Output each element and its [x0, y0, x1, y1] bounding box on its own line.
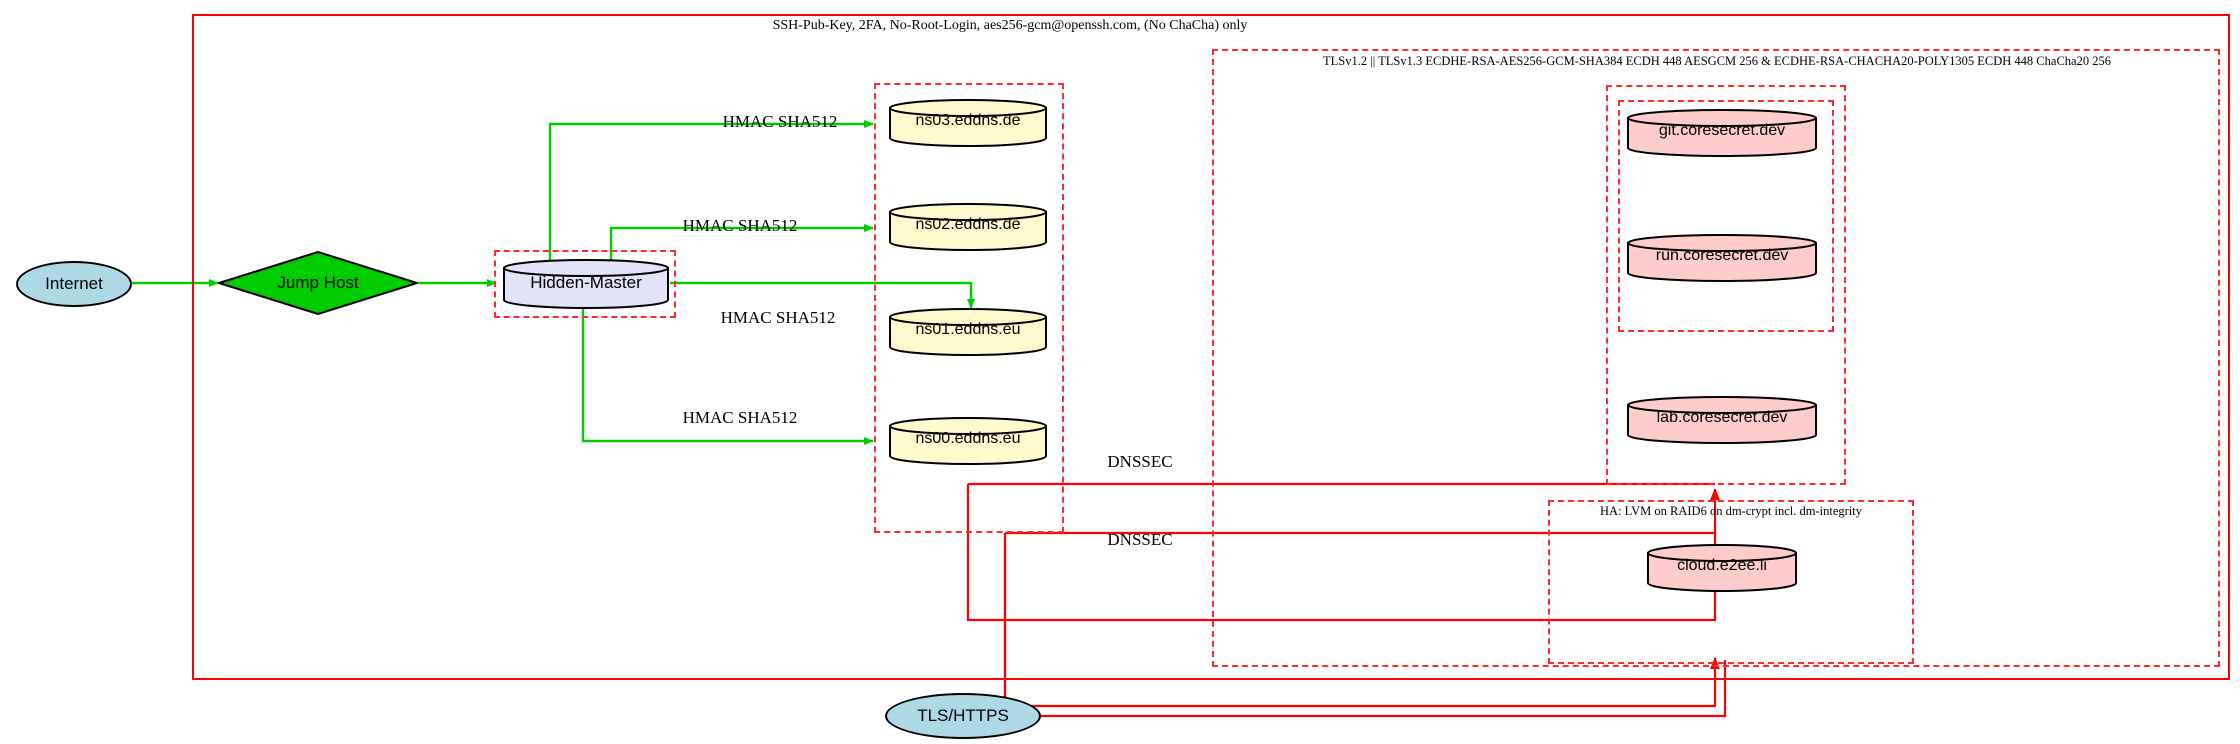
cluster-hidden-master	[494, 250, 676, 318]
node-git-coresecret[interactable]: git.coresecret.dev	[1626, 109, 1818, 157]
edge-label-hmac-ns00: HMAC SHA512	[682, 408, 798, 427]
edge-label-hmac-ns03: HMAC SHA512	[722, 112, 838, 131]
node-ns02[interactable]: ns02.eddns.de	[888, 203, 1048, 251]
cluster-ssh-boundary-label: SSH-Pub-Key, 2FA, No-Root-Login, aes256-…	[772, 18, 1248, 33]
ns00-cylinder-shape	[889, 417, 1047, 465]
node-jump-host[interactable]: Jump Host	[215, 250, 421, 316]
run-coresecret-cylinder-shape	[1627, 234, 1817, 282]
cluster-tls-zone	[1212, 49, 2220, 667]
node-cloud-e2ee-label: cloud.e2ee.li	[1677, 557, 1767, 574]
node-ns00-label: ns00.eddns.eu	[915, 430, 1021, 447]
node-internet[interactable]: Internet	[16, 261, 132, 307]
node-lab-coresecret[interactable]: lab.coresecret.dev	[1626, 396, 1818, 444]
cluster-tls-zone-label: TLSv1.2 || TLSv1.3 ECDHE-RSA-AES256-GCM-…	[1323, 54, 2111, 68]
node-tls-https[interactable]: TLS/HTTPS	[885, 693, 1041, 739]
cluster-coresecret-inner	[1618, 100, 1834, 332]
ns01-cylinder-shape	[889, 308, 1047, 356]
cluster-nameservers	[874, 83, 1064, 533]
node-jump-host-label: Jump Host	[277, 273, 359, 292]
edge-label-hmac-ns02: HMAC SHA512	[682, 216, 798, 235]
hidden-master-cylinder-shape	[503, 259, 669, 309]
edge-label-dnssec-upper: DNSSEC	[1107, 452, 1173, 471]
jump-host-diamond-shape	[215, 250, 421, 316]
cluster-ha-zone	[1548, 500, 1914, 664]
ns02-cylinder-shape	[889, 203, 1047, 251]
edge-label-dnssec-lower: DNSSEC	[1107, 530, 1173, 549]
node-ns02-label: ns02.eddns.de	[915, 216, 1021, 233]
edge-label-hmac-ns01: HMAC SHA512	[720, 308, 836, 327]
git-coresecret-cylinder-shape	[1627, 109, 1817, 157]
node-ns03[interactable]: ns03.eddns.de	[888, 99, 1048, 147]
ns03-cylinder-shape	[889, 99, 1047, 147]
node-cloud-e2ee[interactable]: cloud.e2ee.li	[1646, 544, 1798, 592]
node-git-coresecret-label: git.coresecret.dev	[1658, 122, 1786, 139]
cloud-e2ee-cylinder-shape	[1647, 544, 1797, 592]
cluster-coresecret	[1606, 85, 1846, 485]
lab-coresecret-cylinder-shape	[1627, 396, 1817, 444]
cluster-ssh-boundary	[192, 14, 2230, 680]
node-hidden-master-label: Hidden-Master	[530, 273, 642, 292]
node-ns01[interactable]: ns01.eddns.eu	[888, 308, 1048, 356]
node-ns01-label: ns01.eddns.eu	[915, 321, 1021, 338]
node-run-coresecret-label: run.coresecret.dev	[1655, 247, 1789, 264]
node-hidden-master[interactable]: Hidden-Master	[502, 259, 670, 309]
node-ns00[interactable]: ns00.eddns.eu	[888, 417, 1048, 465]
node-run-coresecret[interactable]: run.coresecret.dev	[1626, 234, 1818, 282]
node-lab-coresecret-label: lab.coresecret.dev	[1656, 409, 1788, 426]
cluster-ha-zone-label: HA: LVM on RAID6 on dm-crypt incl. dm-in…	[1599, 504, 1862, 518]
node-ns03-label: ns03.eddns.de	[915, 112, 1021, 129]
